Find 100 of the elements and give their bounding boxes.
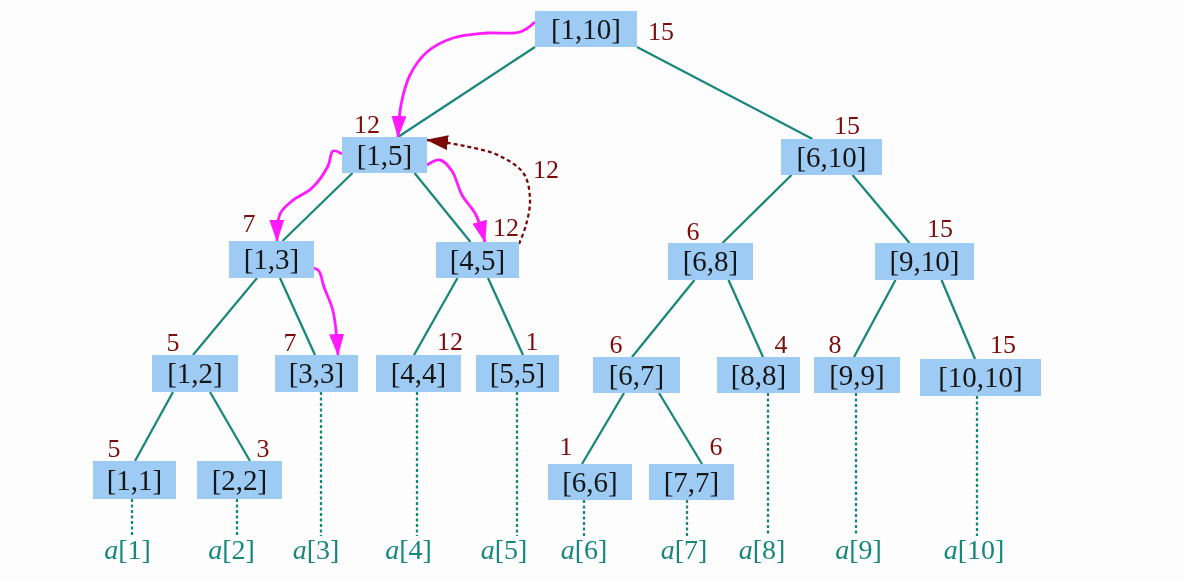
range-label: [2,2]	[211, 465, 268, 495]
range-box	[197, 461, 282, 499]
dotted-line	[854, 393, 858, 536]
range-box	[93, 461, 176, 499]
range-box	[920, 359, 1041, 396]
range-box	[875, 243, 974, 280]
range-box	[668, 243, 753, 280]
range-box	[229, 241, 314, 278]
array-element-label: a[7]	[660, 536, 708, 564]
connector-line	[134, 391, 174, 462]
range-box	[593, 357, 680, 393]
connector-line	[281, 172, 354, 242]
sum-value: 5	[166, 330, 180, 356]
sum-value: 15	[648, 19, 674, 45]
array-element-label: a[10]	[943, 536, 1005, 564]
range-box	[436, 242, 519, 278]
dotted-line	[130, 499, 134, 536]
sum-value: 12	[493, 215, 519, 241]
range-box	[535, 11, 637, 47]
connector-line	[413, 172, 472, 243]
connector-line	[940, 279, 977, 360]
range-box	[342, 137, 427, 173]
array-element-label: a[4]	[385, 536, 432, 564]
range-label: [3,3]	[288, 359, 345, 388]
array-element-label: a[3]	[292, 536, 340, 564]
range-box	[152, 355, 238, 392]
range-label: [8,8]	[730, 360, 787, 390]
connector-line	[658, 392, 703, 465]
array-element-label: a[6]	[560, 536, 608, 564]
sum-value: 15	[834, 113, 860, 139]
range-label: [9,10]	[889, 247, 960, 276]
connector-line	[631, 279, 696, 358]
connector-line	[853, 279, 897, 358]
range-label: [6,7]	[608, 360, 665, 390]
dotted-line	[235, 499, 239, 536]
range-box	[376, 355, 461, 392]
range-label: [6,6]	[562, 467, 618, 497]
range-label: [6,8]	[682, 247, 739, 276]
range-label: [1,3]	[243, 245, 300, 274]
sum-value: 3	[256, 436, 270, 462]
sum-value: 6	[709, 434, 723, 460]
sum-value: 8	[828, 332, 842, 358]
array-element-label: a[5]	[480, 536, 528, 564]
array-element-label: a[8]	[738, 536, 786, 564]
dotted-line	[582, 500, 586, 536]
connector-line	[721, 174, 793, 244]
range-box	[814, 357, 900, 393]
range-label: [1,10]	[550, 14, 622, 44]
connector-line	[192, 277, 258, 356]
range-box	[275, 355, 358, 392]
connector-line	[851, 174, 911, 244]
sum-value: 12	[437, 329, 463, 355]
range-label: [6,10]	[796, 142, 867, 172]
sum-value: 6	[686, 219, 700, 245]
range-label: [4,4]	[390, 359, 447, 388]
dotted-line	[685, 500, 689, 536]
curved-arrow	[391, 20, 536, 138]
connector-line	[581, 392, 625, 465]
connector-line	[636, 46, 814, 140]
curved-arrow	[313, 266, 345, 356]
sum-value: 6	[609, 332, 623, 358]
dotted-line	[975, 396, 979, 536]
range-label: [1,5]	[356, 140, 413, 170]
range-box	[476, 355, 559, 392]
range-box	[717, 357, 800, 393]
connector-line	[727, 279, 765, 358]
range-label: [1,1]	[106, 465, 163, 495]
range-label: [9,9]	[829, 360, 885, 390]
connector-line	[209, 391, 251, 462]
range-label: [5,5]	[489, 359, 546, 388]
connector-line	[278, 277, 317, 356]
range-box	[548, 464, 632, 500]
array-element-label: a[1]	[104, 536, 151, 564]
range-box	[649, 464, 734, 500]
dotted-arrow	[426, 135, 532, 245]
sum-value: 5	[107, 436, 121, 462]
connector-line	[486, 277, 525, 356]
connector-line	[397, 46, 536, 138]
sum-value: 12	[354, 112, 380, 138]
range-label: [4,5]	[449, 245, 506, 275]
range-label: [10,10]	[938, 363, 1023, 392]
sum-value: 15	[990, 332, 1016, 358]
sum-value: 7	[283, 330, 297, 356]
sum-value: 15	[927, 216, 953, 242]
range-label: [7,7]	[663, 467, 720, 497]
curved-arrow	[269, 149, 343, 242]
sum-value: 1	[559, 434, 573, 460]
sum-value: 7	[242, 211, 256, 237]
sum-value: 1	[525, 329, 539, 355]
range-label: [1,2]	[167, 359, 223, 388]
array-element-label: a[9]	[835, 536, 882, 564]
dotted-line	[415, 392, 419, 536]
range-box	[781, 139, 882, 175]
sum-value: 4	[774, 332, 788, 358]
dotted-line	[766, 393, 770, 536]
connector-line	[413, 277, 459, 356]
array-element-label: a[2]	[208, 536, 255, 564]
curved-arrow	[426, 158, 487, 243]
dotted-line	[319, 392, 323, 536]
dotted-line	[515, 392, 519, 536]
